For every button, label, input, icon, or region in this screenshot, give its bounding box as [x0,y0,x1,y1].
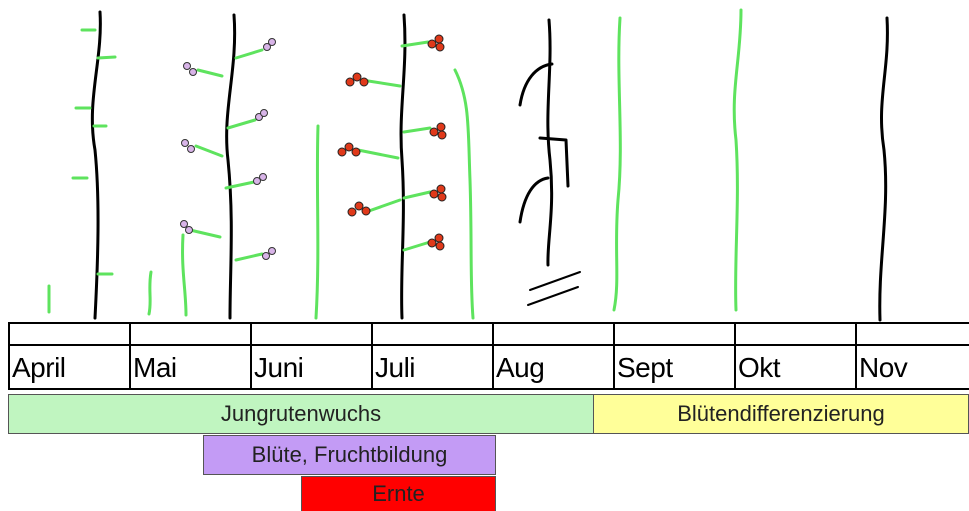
young-cane [612,16,622,312]
juni-cane-stage [314,124,320,320]
old-cane [90,10,102,320]
month-cell-april: April [8,322,129,390]
month-label: Juli [375,352,416,383]
cut-marks [527,271,581,306]
month-cell-juni: Juni [250,322,371,390]
young-cane-sprouts [147,233,188,317]
old-cane [399,13,407,320]
month-cell-nov: Nov [855,322,969,390]
nov-cane-stage [878,16,889,322]
month-cell-juli: Juli [371,322,492,390]
month-timeline: April Mai Juni Juli Aug Sept Okt Nov [8,322,969,390]
phase-bar-jungrutenwuchs: Jungrutenwuchs [8,394,594,434]
phase-bar-ernte: Ernte [301,476,496,511]
juli-cane-stage [337,13,475,320]
old-cane [225,13,237,320]
sept-cane-stage [612,16,622,312]
young-cane [453,68,475,320]
month-label: Okt [738,352,781,383]
month-cell-okt: Okt [734,322,855,390]
aug-cane-stage [518,18,581,306]
april-cane-stage [47,10,117,320]
mai-cane-stage [147,13,276,320]
month-label: Mai [133,352,177,383]
plant-development-illustration [47,8,889,322]
fruit-shoots [356,40,432,252]
month-cell-sept: Sept [613,322,734,390]
month-label: Nov [859,352,908,383]
bud-shoots [71,28,117,276]
young-cane [314,124,320,320]
month-label: April [12,352,66,383]
pruned-old-cane [546,18,554,267]
dried-shoots [518,62,570,224]
month-cell-aug: Aug [492,322,613,390]
phase-bar-bluetendifferenzierung: Blütendifferenzierung [593,394,969,434]
okt-cane-stage [732,8,743,312]
fruit-clusters [337,34,447,251]
flower-clusters [180,38,276,260]
flower-shoots [188,48,264,262]
month-label: Aug [496,352,545,383]
young-cane [732,8,743,312]
lignified-cane [878,16,889,322]
month-label: Sept [617,352,673,383]
month-cell-mai: Mai [129,322,250,390]
phase-bar-bluete-fruchtbildung: Blüte, Fruchtbildung [203,435,496,475]
month-label: Juni [254,352,304,383]
